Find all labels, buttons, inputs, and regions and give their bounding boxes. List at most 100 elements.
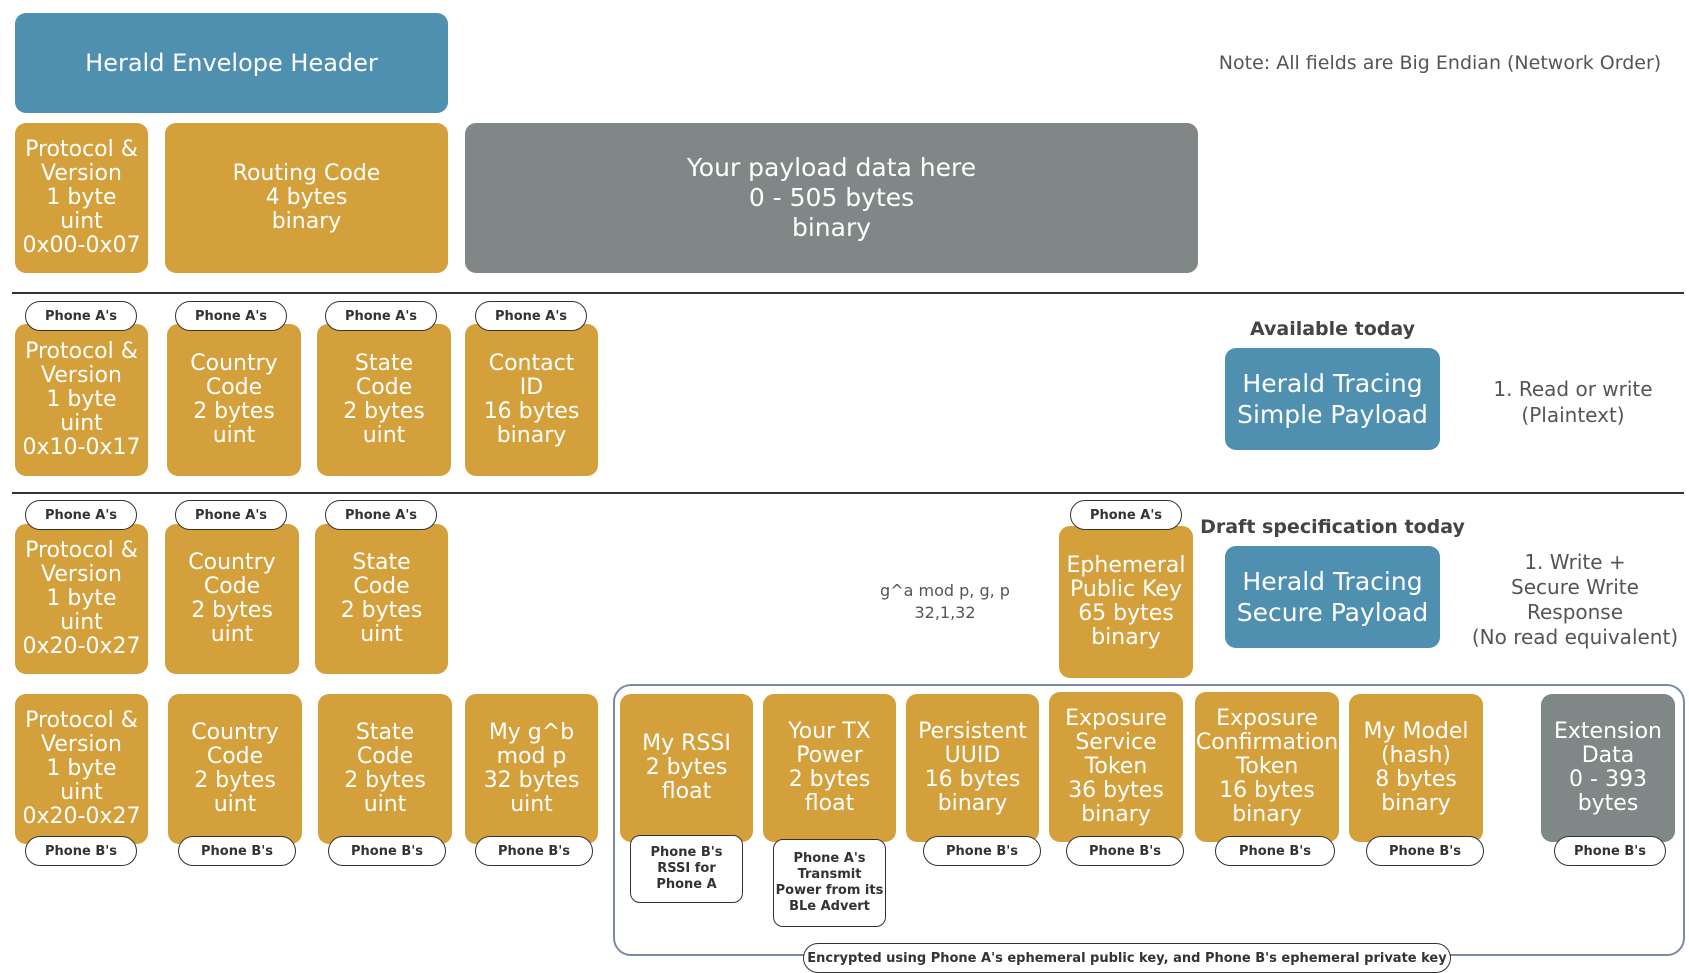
field-line: (hash) [1381,742,1451,768]
phone-b-tag: Phone B's [178,836,296,866]
field-line: Your payload data here [686,153,977,182]
phone-a-tag: Phone A's [25,500,137,530]
phone-a-tag: Phone A's [25,301,137,331]
simple-state-box: State Code 2 bytes uint [317,324,451,476]
field-line: State [355,719,415,745]
desc-line: Secure Write [1511,575,1639,599]
field-line: State [352,549,411,575]
simple-availability: Available today [1249,318,1416,340]
response-ect-box: Exposure Confirmation Token 16 bytes bin… [1195,692,1339,842]
phone-a-tag: Phone A's [175,500,287,530]
field-line: binary [1232,802,1302,828]
envelope-payload-box: Your payload data here 0 - 505 bytes bin… [465,123,1198,273]
field-line: Exposure [1216,705,1318,731]
field-line: Exposure [1065,705,1167,731]
field-line: 2 bytes [340,598,423,623]
field-line: Contact [488,350,575,376]
field-line: binary [791,213,872,242]
field-line: Protocol & [25,136,138,162]
secure-protocol-box: Protocol & Version 1 byte uint 0x20-0x27 [15,524,148,674]
field-line: Routing Code [232,160,381,186]
field-line: 0 - 505 bytes [748,183,915,212]
field-line: float [804,791,855,817]
field-line: Token [1235,753,1299,779]
field-line: 2 bytes [191,598,273,623]
response-gb-box: My g^b mod p 32 bytes uint [465,694,598,844]
field-line: Public Key [1070,576,1182,602]
simple-protocol-box: Protocol & Version 1 byte uint 0x10-0x17 [15,324,148,476]
field-line: 16 bytes [1219,778,1315,804]
divider-line [12,492,1684,494]
big-endian-note: Note: All fields are Big Endian (Network… [1218,52,1662,74]
secure-state-box: State Code 2 bytes uint [315,524,448,674]
field-line: Ephemeral [1066,552,1186,578]
response-rssi-box: My RSSI 2 bytes float [620,694,753,842]
field-line: 8 bytes [1375,767,1457,792]
field-line: uint [213,792,257,818]
phone-b-tag: Phone B's [328,836,446,866]
field-line: 1 byte [46,755,117,781]
field-line: 0x20-0x27 [22,634,141,660]
field-line: UUID [944,742,1001,768]
field-line: uint [60,411,103,437]
field-line: 0x00-0x07 [22,233,141,259]
note-line: Phone A's [793,850,866,866]
field-line: Extension [1553,718,1662,744]
note-line: Transmit [797,866,862,882]
envelope-header-box: Herald Envelope Header [15,13,448,113]
dh-parameters-note: g^a mod p, g, p 32,1,32 [860,580,1030,623]
field-line: Your TX [788,718,871,744]
response-state-box: State Code 2 bytes uint [318,694,452,844]
field-line: 36 bytes [1068,778,1164,804]
badge-line: Herald Tracing [1242,368,1423,398]
field-line: Code [205,374,263,400]
note-line: Power from its [775,883,884,898]
field-line: uint [60,209,103,235]
response-country-box: Country Code 2 bytes uint [168,694,302,844]
phone-b-tag: Phone B's [1554,836,1666,866]
desc-line: Response [1526,600,1624,624]
field-line: 2 bytes [344,768,426,793]
response-extension-box: Extension Data 0 - 393 bytes [1541,694,1675,842]
field-line: float [661,779,712,805]
field-line: 65 bytes [1078,601,1174,626]
field-line: 1 byte [46,184,117,210]
phone-a-tag: Phone A's [475,301,587,331]
field-line: Code [355,374,413,400]
field-line: 0x20-0x27 [22,804,141,830]
desc-line: 1. Read or write [1493,377,1653,401]
field-line: 4 bytes [265,184,348,210]
envelope-header-title: Herald Envelope Header [85,48,378,77]
field-line: Code [203,573,261,599]
phone-b-tag: Phone B's [923,836,1041,866]
field-line: Token [1084,753,1148,779]
field-line: My Model [1363,718,1469,744]
note-line: Phone A [656,877,717,893]
badge-line: Simple Payload [1237,400,1428,429]
field-line: uint [510,792,553,818]
phone-b-tag: Phone B's [1066,836,1184,866]
field-line: Code [206,743,264,769]
field-line: Version [41,362,122,388]
field-line: 16 bytes [483,399,580,424]
phone-b-tag: Phone B's [1215,836,1335,866]
field-line: binary [1081,802,1151,828]
response-uuid-box: Persistent UUID 16 bytes binary [906,694,1039,842]
field-line: binary [1381,791,1451,817]
field-line: uint [362,423,406,449]
field-line: Protocol & [25,338,138,364]
field-line: Persistent [918,718,1027,744]
phone-b-tag: Phone B's [1366,836,1484,866]
note-line: g^a mod p, g, p [880,581,1010,600]
field-line: Confirmation [1195,729,1339,755]
field-line: Power [796,742,863,768]
field-line: uint [363,792,407,818]
field-line: binary [271,209,342,235]
field-line: 32 bytes [483,768,580,793]
txpower-note-box: Phone A's Transmit Power from its BLe Ad… [773,839,886,927]
field-line: 1 byte [46,386,117,412]
field-line: Version [41,731,122,757]
desc-line: 1. Write + [1524,550,1626,574]
field-line: 2 bytes [193,399,275,424]
field-line: My RSSI [642,730,731,756]
